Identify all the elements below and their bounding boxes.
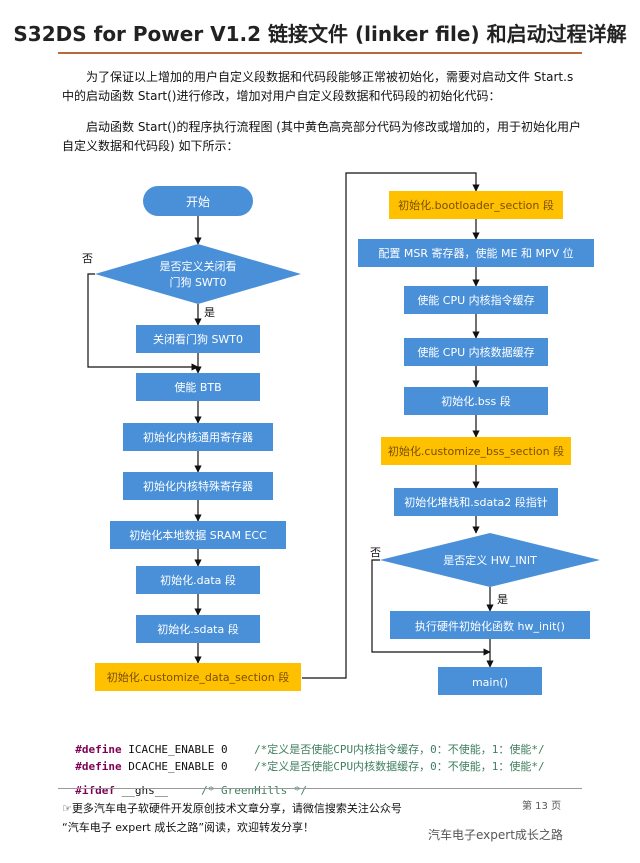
decision-swt0-no: 否	[82, 252, 93, 265]
page-number: 第 13 页	[522, 801, 562, 812]
right-step-1-label: 初始化.bootloader_section 段	[398, 198, 554, 212]
left-step-2-label: 使能 BTB	[174, 380, 221, 394]
code-text: ICACHE_ENABLE 0	[121, 743, 255, 756]
decision-swt0-yes: 是	[204, 306, 215, 319]
right-step-6-label: 初始化.customize_bss_section 段	[388, 444, 564, 458]
left-step-1	[136, 325, 260, 353]
left-step-4	[123, 472, 273, 500]
decision-hw-init-label: 是否定义 HW_INIT	[443, 553, 537, 567]
right-step-6	[381, 437, 571, 465]
footer-rule	[58, 788, 582, 789]
watermark: 汽车电子expert成长之路	[428, 828, 563, 842]
right-step-2-label: 配置 MSR 寄存器，使能 ME 和 MPV 位	[378, 246, 573, 260]
decision-hw-init-yes: 是	[497, 593, 508, 606]
right-step-5	[404, 387, 548, 415]
left-step-3-label: 初始化内核通用寄存器	[143, 430, 253, 444]
code-comment: /* GreenHills */	[201, 784, 308, 797]
paragraph-1: 为了保证以上增加的用户自定义段数据和代码段能够正常被初始化，需要对启动文件 St…	[62, 70, 574, 103]
left-step-8	[95, 663, 301, 691]
left-step-5	[110, 521, 286, 549]
right-step-4-label: 使能 CPU 内核数据缓存	[417, 345, 534, 359]
right-step-1	[389, 191, 563, 219]
left-step-8-label: 初始化.customize_data_section 段	[107, 670, 290, 684]
right-step-7-label: 初始化堆栈和.sdata2 段指针	[404, 495, 548, 509]
code-keyword: #ifdef	[75, 784, 115, 797]
left-step-2	[136, 373, 260, 401]
left-step-5-label: 初始化本地数据 SRAM ECC	[129, 528, 267, 542]
right-step-4	[404, 338, 548, 366]
main-node	[438, 667, 542, 695]
decision-hw-init	[380, 533, 600, 587]
right-step-3-label: 使能 CPU 内核指令缓存	[417, 293, 534, 307]
left-step-6-label: 初始化.data 段	[160, 573, 236, 587]
right-step-5-label: 初始化.bss 段	[441, 394, 510, 408]
decision-swt0-line1: 是否定义关闭看	[160, 259, 237, 273]
code-comment: /*定义是否使能CPU内核数据缓存，0：不使能，1：使能*/	[254, 760, 545, 773]
hw-init-step-label: 执行硬件初始化函数 hw_init()	[415, 619, 565, 633]
start-label: 开始	[186, 195, 210, 209]
decision-swt0-line2: 门狗 SWT0	[169, 275, 226, 289]
left-step-3	[123, 423, 273, 451]
code-line-2: #define DCACHE_ENABLE 0 /*定义是否使能CPU内核数据缓…	[62, 745, 545, 774]
start-node	[143, 186, 253, 216]
left-step-4-label: 初始化内核特殊寄存器	[143, 479, 253, 493]
code-text: DCACHE_ENABLE 0	[121, 760, 255, 773]
code-comment: /*定义是否使能CPU内核指令缓存，0：不使能，1：使能*/	[254, 743, 545, 756]
code-text: __ghs__	[115, 784, 202, 797]
page-header: S32DS for Power V1.2 链接文件 (linker file) …	[13, 22, 627, 46]
footer-line-1: ☞更多汽车电子软硬件开发原创技术文章分享，请微信搜索关注公众号	[62, 802, 402, 815]
paragraph-2: 启动函数 Start()的程序执行流程图 (其中黄色高亮部分代码为修改或增加的，…	[62, 120, 581, 153]
code-line-1: #define ICACHE_ENABLE 0 /*定义是否使能CPU内核指令缓…	[62, 728, 545, 757]
code-keyword: #define	[75, 743, 122, 756]
decision-swt0	[95, 244, 301, 304]
code-line-3: #ifdef __ghs__ /* GreenHills */	[62, 771, 307, 797]
main-node-label: main()	[472, 676, 508, 689]
left-step-7-label: 初始化.sdata 段	[157, 622, 239, 636]
header-rule	[58, 52, 582, 54]
right-step-3	[404, 286, 548, 314]
code-keyword: #define	[75, 760, 122, 773]
left-step-6	[136, 566, 260, 594]
right-step-7	[394, 488, 558, 516]
decision-hw-init-no: 否	[370, 546, 381, 559]
left-step-1-label: 关闭看门狗 SWT0	[153, 332, 243, 346]
left-step-7	[136, 615, 260, 643]
hw-init-step	[390, 611, 590, 639]
right-step-2	[358, 239, 594, 267]
footer-line-2: “汽车电子 expert 成长之路”阅读，欢迎转发分享！	[62, 821, 315, 834]
